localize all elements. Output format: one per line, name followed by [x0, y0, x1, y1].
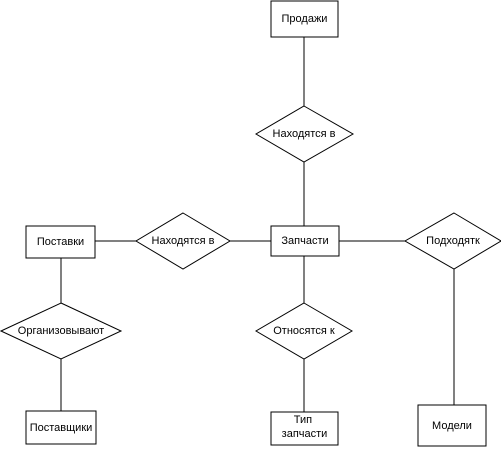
connector-lines: [60, 37, 455, 412]
entity-tip-zapchasti-label: Тип запчасти: [282, 414, 328, 440]
relationship-podhodyat-k: Подходятк: [403, 212, 501, 270]
entity-postavshchiki-label: Поставщики: [30, 422, 93, 434]
entity-postavshchiki: Поставщики: [25, 410, 97, 445]
relationship-nahodyatsya-v-top-label: Находятся в: [273, 128, 336, 140]
relationship-organizovyvayut-label: Организовывают: [18, 325, 104, 337]
relationship-nahodyatsya-v-top: Находятся в: [255, 105, 355, 163]
entity-zapchasti: Запчасти: [270, 225, 340, 257]
relationship-organizovyvayut: Организовывают: [0, 302, 123, 360]
entity-tip-zapchasti-line2: запчасти: [282, 428, 328, 440]
entity-prodazhi: Продажи: [270, 0, 339, 38]
entity-modeli: Модели: [417, 404, 487, 447]
relationship-podhodyat-k-label: Подходятк: [426, 235, 480, 247]
entity-postavki: Поставки: [25, 225, 96, 259]
entity-prodazhi-label: Продажи: [282, 13, 328, 25]
entity-zapchasti-label: Запчасти: [281, 235, 328, 247]
relationship-otnosyatsya-k: Относятся к: [255, 302, 353, 360]
entity-postavki-label: Поставки: [37, 236, 84, 248]
relationship-otnosyatsya-k-label: Относятся к: [273, 325, 335, 337]
entity-modeli-label: Модели: [432, 420, 472, 432]
entity-tip-zapchasti-line1: Тип: [294, 414, 312, 426]
entity-tip-zapchasti: Тип запчасти: [270, 411, 339, 446]
relationship-nahodyatsya-v-left-label: Находятся в: [152, 235, 215, 247]
relationship-nahodyatsya-v-left: Находятся в: [135, 212, 231, 270]
